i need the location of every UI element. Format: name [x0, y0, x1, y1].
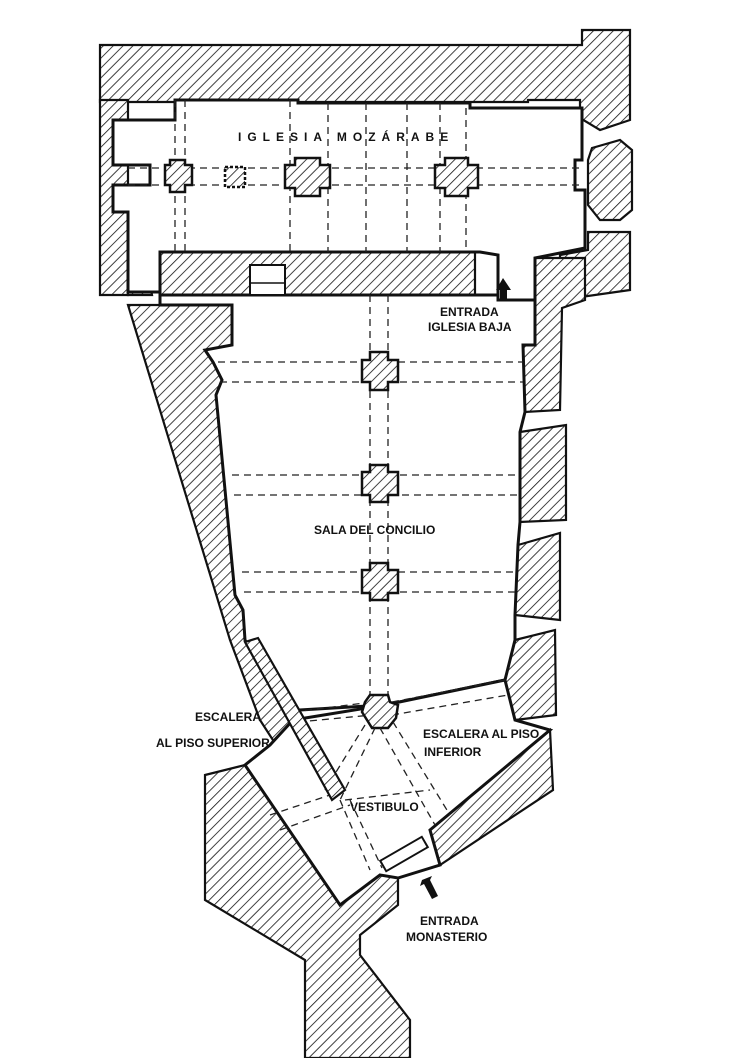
monastery-door [378, 835, 430, 873]
label-escalera-superior-2: AL PISO SUPERIOR [156, 736, 270, 750]
church-entrance-arrow-icon [496, 278, 511, 300]
label-entrada-iglesia-2: IGLESIA BAJA [428, 320, 512, 334]
church-steps [249, 264, 286, 296]
label-escalera-inferior-2: INFERIOR [424, 745, 482, 759]
upper-stair-wall [243, 636, 347, 802]
hall-pier-2 [360, 463, 400, 504]
church-bottom-wall [158, 250, 477, 297]
hall-pier-1 [360, 350, 400, 392]
label-escalera-inferior-1: ESCALERA AL PISO [423, 727, 539, 741]
label-sala-concilio: SALA DEL CONCILIO [314, 523, 435, 537]
wall-masses [98, 28, 634, 1058]
church-pier-4 [433, 156, 480, 198]
church-piers [163, 156, 480, 296]
label-entrada-monasterio-2: MONASTERIO [406, 930, 487, 944]
east-buttress-1 [586, 138, 634, 222]
hall-interior [158, 293, 554, 908]
church-pier-1 [163, 158, 194, 194]
label-iglesia-mozarabe: IGLESIA MOZÁRABE [238, 129, 454, 144]
entrance-arrows [420, 278, 511, 899]
hall-piers [360, 350, 400, 730]
plan-labels: IGLESIA MOZÁRABE ENTRADA IGLESIA BAJA SA… [156, 129, 539, 944]
hall-pier-3 [360, 561, 400, 602]
label-vestibulo: VESTIBULO [350, 800, 419, 814]
label-escalera-superior-1: ESCALERA [195, 710, 261, 724]
church-pier-2 [223, 165, 247, 189]
label-entrada-monasterio-1: ENTRADA [420, 914, 479, 928]
label-entrada-iglesia-1: ENTRADA [440, 305, 499, 319]
monastery-entrance-arrow-icon [420, 876, 438, 899]
hall-east-buttress-2 [513, 531, 562, 622]
hall-pier-4 [360, 693, 400, 730]
vestibule [242, 678, 554, 908]
church-pier-3 [283, 156, 332, 198]
hall-east-buttress-1 [518, 423, 568, 524]
